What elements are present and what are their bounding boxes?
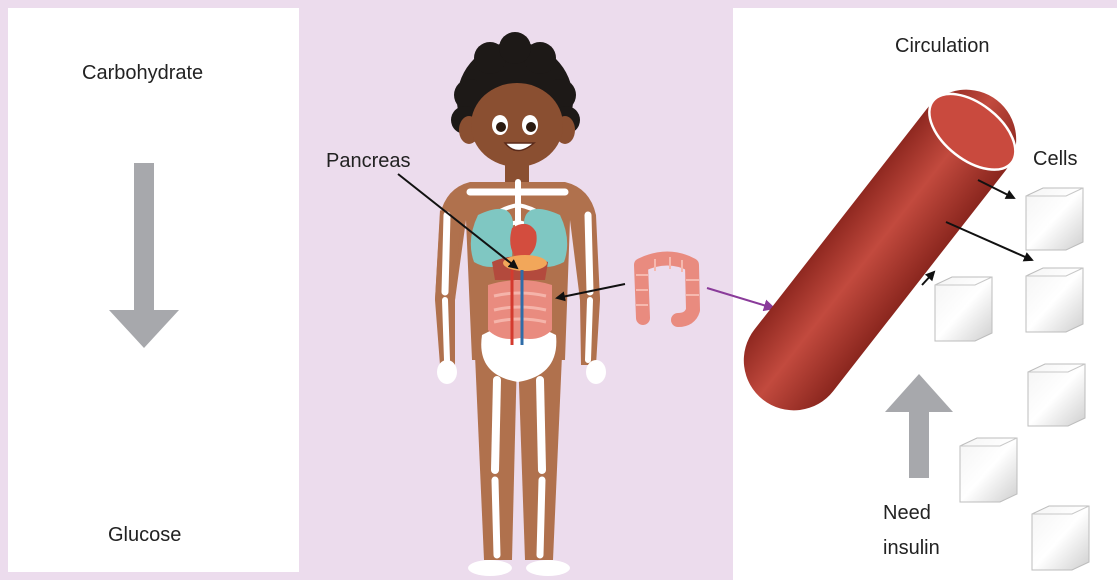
cell-cube-icon	[1026, 268, 1083, 332]
circulation-label: Circulation	[895, 35, 989, 58]
pancreas-label: Pancreas	[326, 150, 411, 173]
colon-icon	[641, 259, 693, 321]
cell-cube-icon	[935, 277, 992, 341]
cell-cube-icon	[960, 438, 1017, 502]
cell-cube-icon	[1032, 506, 1089, 570]
blood-vessel-icon	[724, 69, 1037, 430]
need-label: Need	[883, 502, 931, 525]
glucose-to-cell-arrow	[946, 222, 1032, 260]
to-circulation-arrow	[707, 288, 773, 308]
cell-cube-icon	[1026, 188, 1083, 250]
up-arrow-icon	[885, 374, 953, 478]
cell-cube-icon	[1028, 364, 1085, 426]
cells-label: Cells	[1033, 148, 1077, 171]
child-figure	[435, 32, 606, 576]
insulin-label: insulin	[883, 537, 940, 560]
carbohydrate-label: Carbohydrate	[82, 62, 203, 85]
down-arrow-icon	[109, 163, 179, 348]
glucose-label: Glucose	[108, 524, 181, 547]
